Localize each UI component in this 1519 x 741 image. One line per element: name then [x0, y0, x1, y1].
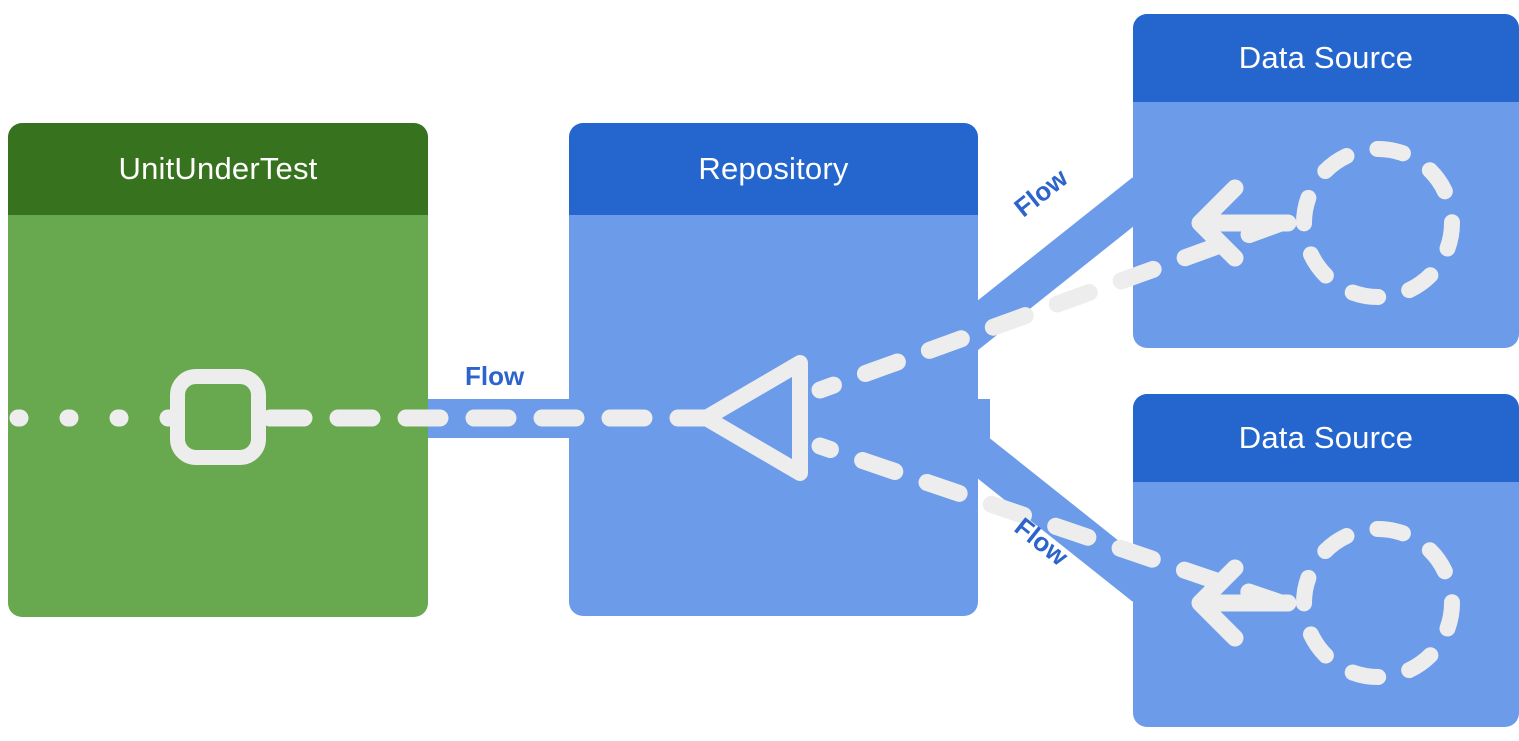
node-data-source-top-title: Data Source [1238, 40, 1414, 75]
node-data-source-bottom-title: Data Source [1238, 420, 1414, 455]
node-repository[interactable]: Repository [569, 123, 978, 616]
node-repository-title: Repository [698, 151, 849, 186]
node-unit-under-test-header: UnitUnderTest [8, 123, 428, 215]
node-data-source-top-body [1133, 102, 1519, 348]
node-unit-under-test-title: UnitUnderTest [118, 151, 318, 186]
flow-label-top: Flow [1008, 162, 1074, 223]
node-data-source-bottom-header: Data Source [1133, 394, 1519, 482]
node-data-source-top-header: Data Source [1133, 14, 1519, 102]
node-repository-body [569, 215, 978, 616]
rounded-square-icon [170, 369, 266, 465]
node-data-source-bottom[interactable]: Data Source [1133, 394, 1519, 727]
flow-label-main: Flow [465, 361, 525, 391]
node-data-source-bottom-body [1133, 482, 1519, 727]
flow-band-bottom [947, 424, 1157, 602]
node-repository-header: Repository [569, 123, 978, 215]
node-data-source-top[interactable]: Data Source [1133, 14, 1519, 348]
